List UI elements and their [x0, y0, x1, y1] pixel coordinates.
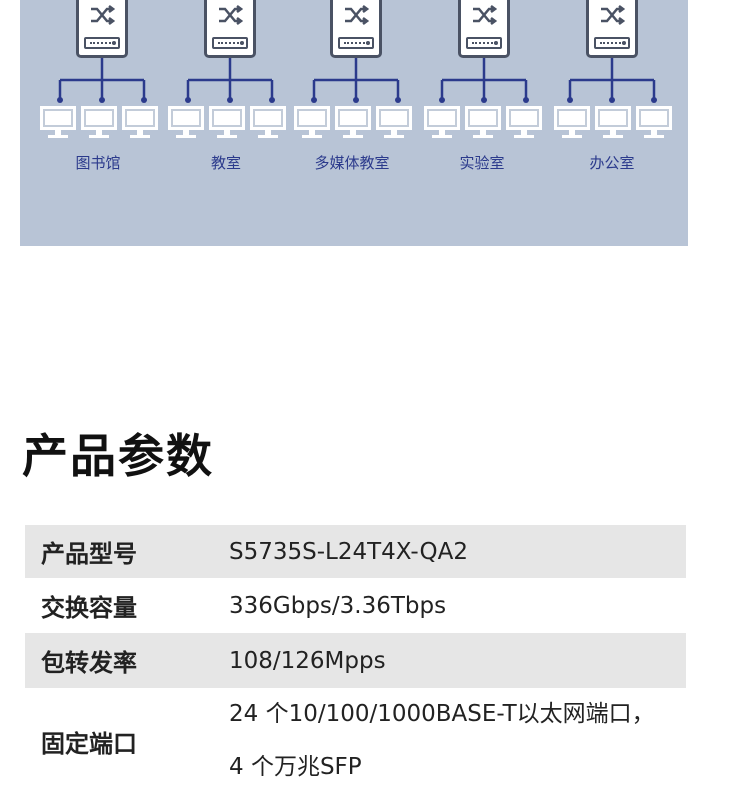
switch-icon [204, 0, 256, 58]
spec-row: 固定端口 24 个10/100/1000BASE-T以太网端口， 4 个万兆SF… [25, 688, 686, 794]
network-topology-diagram: 图书馆 教室 多媒体教室 实验室 [20, 0, 688, 246]
switch-icon [76, 0, 128, 58]
computer-icon [506, 106, 542, 138]
computer-icon [81, 106, 117, 138]
computer-icon [294, 106, 330, 138]
switch-icon [586, 0, 638, 58]
connection-lines [185, 58, 275, 103]
location-label: 多媒体教室 [314, 154, 390, 172]
computer-icon [376, 106, 412, 138]
computer-icon [209, 106, 245, 138]
connection-lines [439, 58, 529, 103]
spec-label: 交换容量 [25, 578, 229, 633]
computer-icon [335, 106, 371, 138]
computer-icon [554, 106, 590, 138]
computer-icon [636, 106, 672, 138]
spec-value-line: 4 个万兆SFP [229, 754, 362, 780]
spec-row: 交换容量 336Gbps/3.36Tbps [25, 578, 686, 633]
computer-icon [122, 106, 158, 138]
spec-label: 包转发率 [25, 633, 229, 688]
location-label: 教室 [210, 154, 241, 172]
spec-row: 包转发率 108/126Mpps [25, 633, 686, 688]
spec-value: 108/126Mpps [229, 633, 686, 688]
computer-icon [424, 106, 460, 138]
computer-icon [465, 106, 501, 138]
spec-value: S5735S-L24T4X-QA2 [229, 525, 686, 578]
location-label: 图书馆 [75, 154, 121, 172]
spec-label: 固定端口 [25, 688, 229, 794]
computer-icon [40, 106, 76, 138]
spec-value: 24 个10/100/1000BASE-T以太网端口， 4 个万兆SFP [229, 688, 686, 794]
switch-icon [330, 0, 382, 58]
computer-icon [595, 106, 631, 138]
connection-lines [567, 58, 657, 103]
spec-table: 产品型号 S5735S-L24T4X-QA2 交换容量 336Gbps/3.36… [25, 525, 686, 794]
section-title: 产品参数 [22, 429, 214, 483]
spec-value: 336Gbps/3.36Tbps [229, 578, 686, 633]
spec-label: 产品型号 [25, 525, 229, 578]
location-label: 实验室 [459, 154, 505, 172]
connection-lines [311, 58, 401, 103]
computer-icon [168, 106, 204, 138]
connection-lines [57, 58, 147, 103]
spec-value-line: 24 个10/100/1000BASE-T以太网端口， [229, 701, 655, 727]
computer-icon [250, 106, 286, 138]
spec-row: 产品型号 S5735S-L24T4X-QA2 [25, 525, 686, 578]
switch-icon [458, 0, 510, 58]
location-label: 办公室 [589, 154, 635, 172]
